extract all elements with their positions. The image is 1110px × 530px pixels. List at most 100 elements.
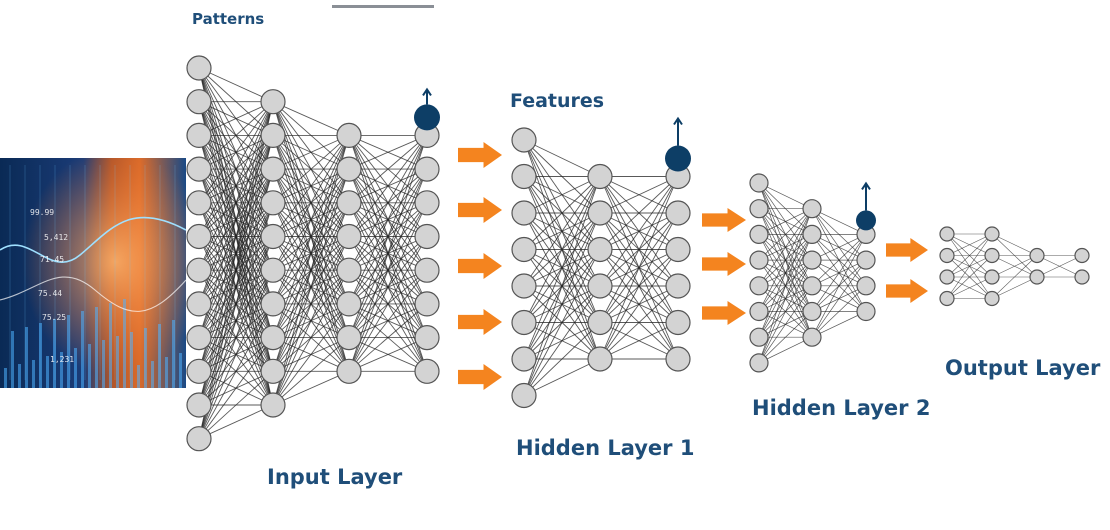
neuron (749, 199, 769, 219)
stock-bar (116, 336, 119, 388)
features-label: Features (510, 90, 605, 112)
neuron (802, 301, 822, 322)
flow-arrow (458, 142, 502, 168)
neuron (186, 55, 212, 81)
stock-bar (165, 357, 168, 388)
neuron (856, 250, 876, 270)
output-layer-label: Output Layer (945, 356, 1101, 380)
stock-line (0, 276, 186, 312)
hidden-layer-1-label: Hidden Layer 1 (516, 436, 695, 460)
stock-bar (46, 356, 49, 388)
neuron (260, 190, 286, 216)
stock-bar (39, 323, 42, 388)
neuron (1029, 269, 1045, 285)
stock-bar (88, 344, 91, 388)
neuron (260, 291, 286, 317)
neuron (984, 290, 1000, 307)
output-layer-network-edges (946, 233, 1083, 299)
neuron (260, 325, 286, 351)
activated-neuron (856, 210, 876, 231)
neuron (414, 291, 440, 317)
neuron (511, 309, 537, 336)
neuron (749, 276, 769, 296)
neuron (260, 156, 286, 182)
neuron (1074, 247, 1090, 264)
neuron (336, 325, 362, 351)
neuron (856, 301, 876, 322)
neuron (336, 122, 362, 148)
neuron (802, 224, 822, 244)
top-divider (332, 5, 434, 8)
stock-figure-text: 75.25 (42, 313, 66, 322)
activated-neuron (665, 145, 691, 172)
neuron (749, 353, 769, 373)
neuron (511, 236, 537, 263)
input-layer-label: Input Layer (267, 465, 403, 489)
neuron (984, 226, 1000, 242)
stock-bar (32, 360, 35, 388)
activated-neuron (414, 104, 440, 131)
stock-bar (137, 365, 140, 388)
activation-arrow-head (861, 181, 871, 190)
stock-bar (25, 327, 28, 388)
neuron (260, 392, 286, 418)
neuron (186, 426, 212, 452)
flow-arrow (702, 252, 746, 276)
input-layer-network (186, 55, 440, 452)
neuron (186, 358, 212, 384)
neuron (260, 358, 286, 384)
flow-arrow (458, 253, 502, 279)
neuron (260, 223, 286, 250)
neuron (749, 224, 769, 244)
neuron (336, 156, 362, 182)
neuron (749, 250, 769, 270)
neuron (802, 199, 822, 219)
neuron (414, 257, 440, 283)
hidden-layer-2-network (749, 173, 876, 373)
neuron (511, 127, 537, 153)
activation-arrow-head (422, 87, 432, 96)
neuron (511, 382, 537, 409)
neuron (511, 273, 537, 299)
stock-figure-text: 1,231 (50, 355, 74, 364)
stock-bar (74, 348, 77, 388)
neuron (749, 327, 769, 347)
stock-figure-text: 71.45 (40, 255, 64, 264)
stock-bar (123, 299, 126, 388)
flow-arrow (458, 364, 502, 390)
flow-arrow (886, 238, 928, 262)
stock-bar (60, 352, 63, 388)
neuron (186, 89, 212, 115)
neuron (260, 122, 286, 148)
neuron (186, 291, 212, 317)
input-layer-network-edges (198, 67, 428, 440)
neuron (186, 257, 212, 283)
flow-arrow (702, 208, 746, 232)
neuron (665, 236, 691, 263)
neuron (665, 273, 691, 299)
neuron (587, 200, 613, 226)
neuron (511, 163, 537, 190)
patterns-label: Patterns (192, 10, 265, 28)
hidden-layer-1-network (511, 127, 691, 409)
stock-bar (67, 315, 70, 388)
neuron (511, 200, 537, 226)
stock-bar (102, 340, 105, 388)
stock-bar (130, 332, 133, 388)
neuron (186, 392, 212, 418)
neuron (186, 122, 212, 148)
neuron (939, 269, 955, 285)
neuron (414, 325, 440, 351)
stock-bar (158, 324, 161, 388)
stock-bar (95, 307, 98, 388)
neuron (336, 257, 362, 283)
neuron (1074, 269, 1090, 285)
neuron (984, 269, 1000, 285)
neuron (802, 276, 822, 296)
neuron (414, 156, 440, 182)
stock-bar (179, 353, 182, 388)
neuron (511, 346, 537, 372)
stock-figure-text: 75.44 (38, 289, 62, 298)
